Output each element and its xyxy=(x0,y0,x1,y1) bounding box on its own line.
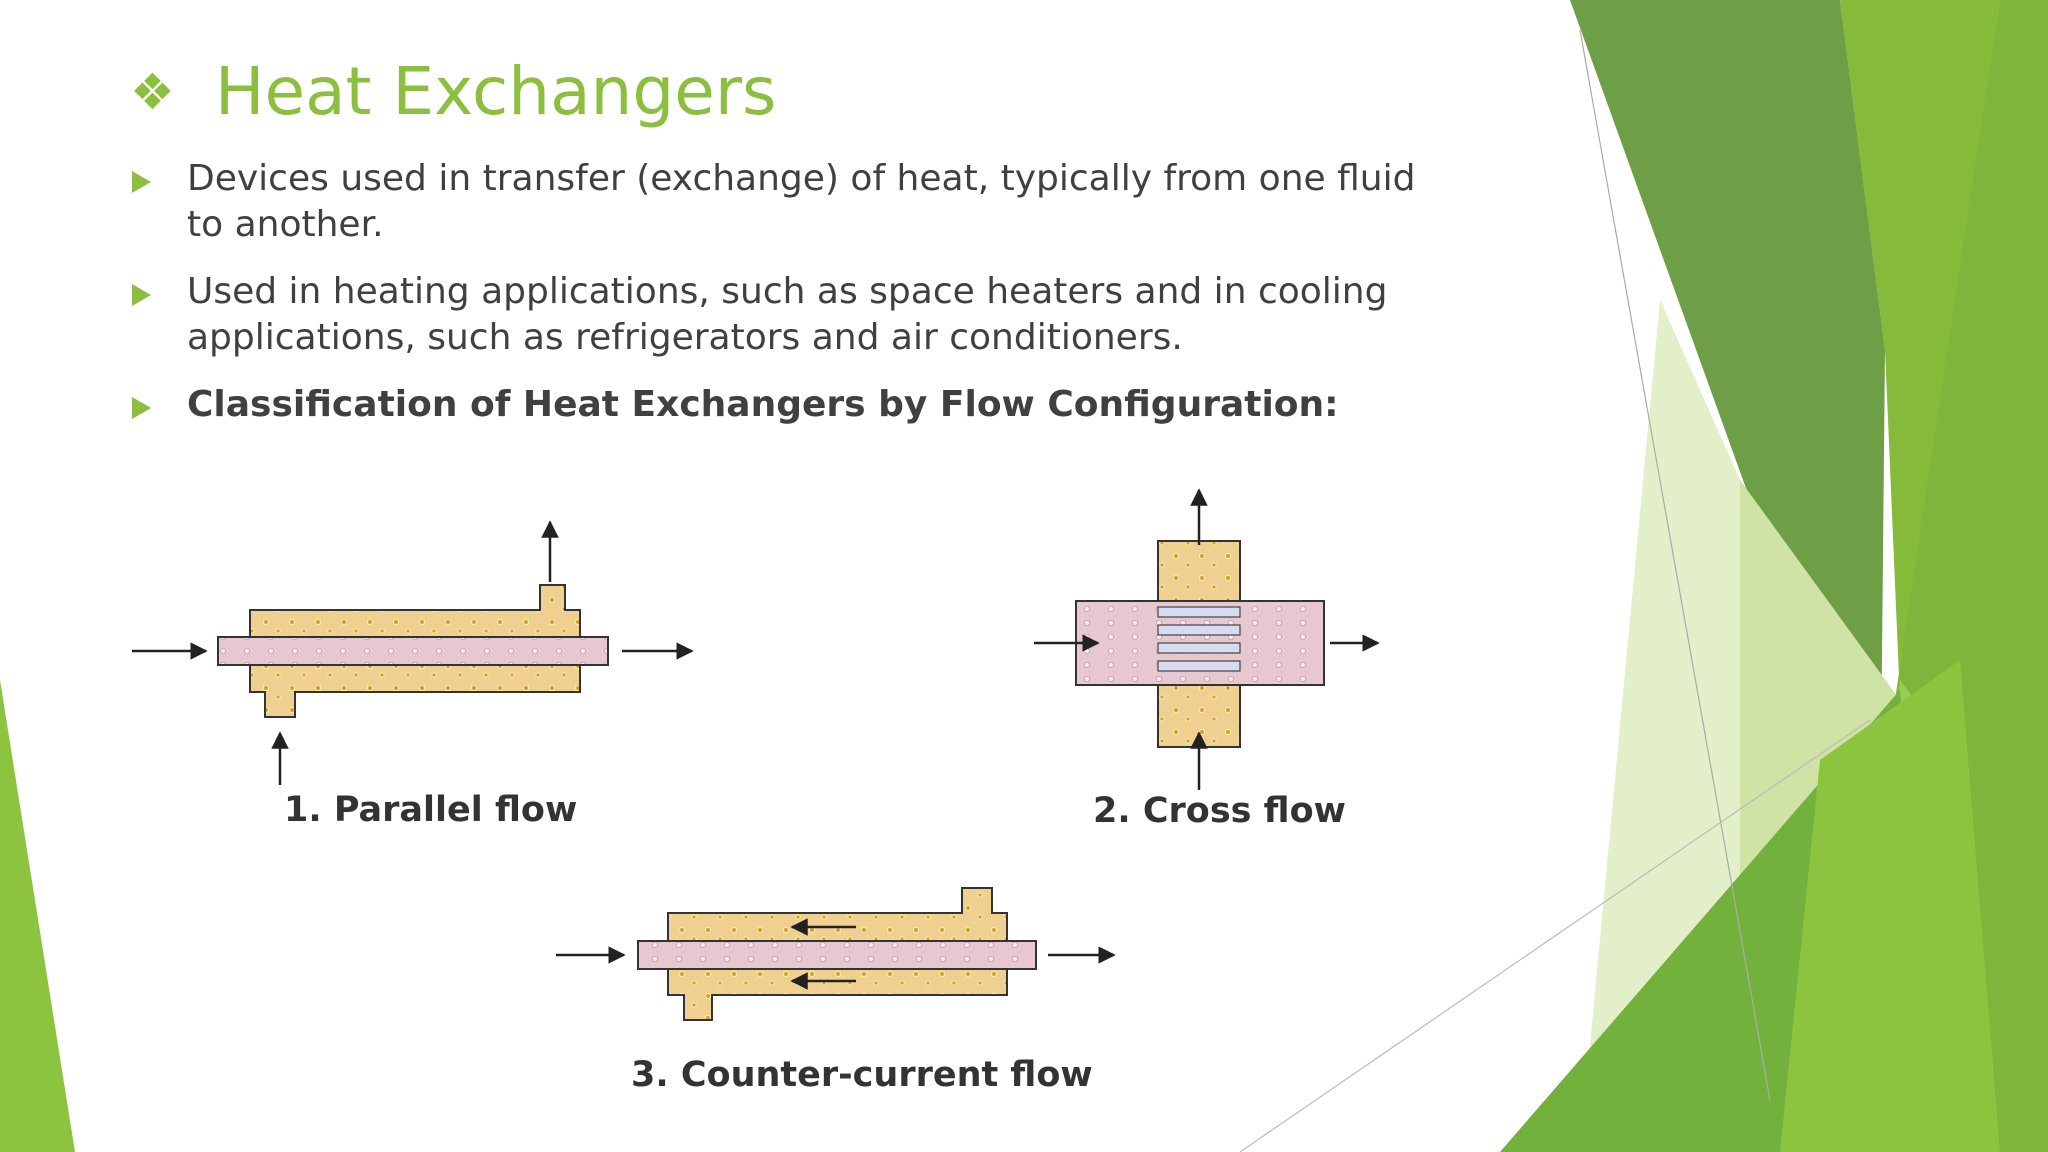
slide-title: ❖ Heat Exchangers xyxy=(130,52,776,132)
triangle-bullet-icon xyxy=(132,171,151,193)
diamond-cluster-icon: ❖ xyxy=(130,63,175,121)
counter-flow-diagram xyxy=(556,887,1116,1021)
parallel-flow-diagram xyxy=(132,520,694,785)
bullet-text: Used in heating applications, such as sp… xyxy=(187,271,1388,358)
bullet-item: Used in heating applications, such as sp… xyxy=(132,269,1462,361)
bullet-text: Devices used in transfer (exchange) of h… xyxy=(187,158,1416,245)
bullet-item: Classification of Heat Exchangers by Flo… xyxy=(132,382,1462,428)
parallel-flow-caption: 1. Parallel flow xyxy=(284,790,578,830)
triangle-bullet-icon xyxy=(132,397,151,419)
bullet-item: Devices used in transfer (exchange) of h… xyxy=(132,156,1462,248)
cross-flow-diagram xyxy=(1034,488,1380,790)
slide-title-text: Heat Exchangers xyxy=(214,53,777,130)
triangle-bullet-icon xyxy=(132,284,151,306)
counter-flow-caption: 3. Counter-current flow xyxy=(631,1055,1093,1095)
bullet-list: Devices used in transfer (exchange) of h… xyxy=(132,156,1462,449)
bullet-text: Classification of Heat Exchangers by Flo… xyxy=(187,384,1339,425)
cross-flow-caption: 2. Cross flow xyxy=(1093,791,1346,831)
